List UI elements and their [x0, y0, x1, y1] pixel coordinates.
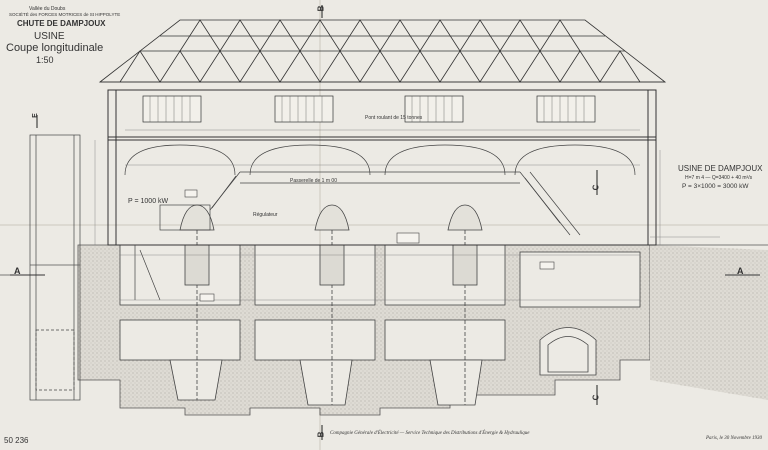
- regulator-label: Régulateur: [253, 212, 278, 218]
- plant-power: P = 3×1000 = 3000 kW: [682, 183, 749, 190]
- section-c-bottom: C: [591, 394, 601, 401]
- title-view: Coupe longitudinale: [6, 42, 104, 54]
- equipment-tags: [184, 189, 555, 302]
- plant-head-flow: H=7 m 4 — Q=3400 + 40 m³/s: [685, 175, 753, 181]
- dimension-lines: [94, 129, 720, 301]
- footer-date: Paris, le 30 Novembre 1930: [706, 436, 763, 441]
- title-site: CHUTE DE DAMPJOUX: [17, 19, 106, 28]
- generators: [179, 204, 483, 405]
- section-a-left: A: [14, 266, 21, 276]
- plant-name: USINE DE DAMPJOUX: [678, 164, 763, 173]
- section-markers: [10, 5, 760, 440]
- title-company: SOCIÉTÉ des FORCES MOTRICES de St HIPPOL…: [9, 12, 121, 17]
- section-a-right: A: [737, 266, 744, 276]
- footer-signature: Compagnie Générale d'Électricité — Servi…: [330, 431, 530, 436]
- title-building: USINE: [34, 31, 65, 42]
- crane-label: Pont roulant de 15 tonnes: [365, 115, 423, 121]
- section-c-top: C: [591, 184, 601, 191]
- title-scale: 1:50: [36, 55, 54, 65]
- walkway-label: Passerelle de 1 m 00: [290, 178, 337, 184]
- roof-truss: [98, 19, 667, 83]
- building-walls: [107, 89, 657, 246]
- section-e: E: [31, 113, 39, 118]
- arched-openings: [124, 144, 636, 176]
- intake-tower: [0, 134, 81, 401]
- unit-power-label: P = 1000 kW: [128, 198, 169, 205]
- title-dept: Vallée du Doubs: [29, 6, 66, 12]
- windows: [142, 95, 596, 123]
- walkway-staircase: [134, 171, 581, 301]
- section-b-bottom: B: [316, 431, 326, 438]
- drawing-number: 50 236: [4, 436, 29, 445]
- section-b-top: B: [316, 5, 326, 12]
